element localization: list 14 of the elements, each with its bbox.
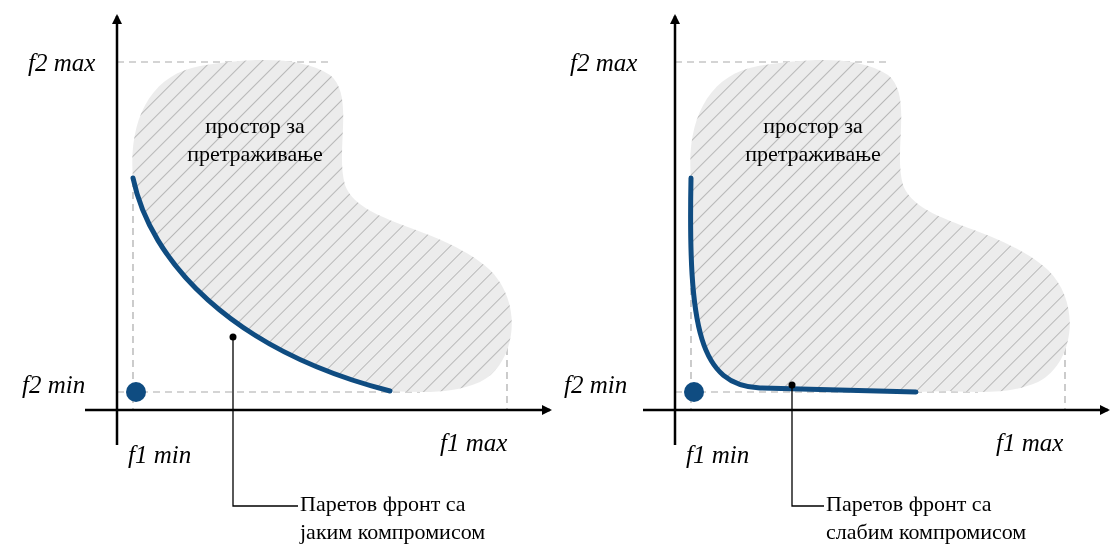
axis-min-label: f1 min [686, 442, 750, 467]
callout-text: Паретов фронт са слабим компромисом [826, 490, 1046, 546]
axis-min-label: f2 min [22, 372, 86, 397]
leader-line [229, 333, 299, 507]
axis-min-label: f2 min [564, 372, 628, 397]
leader-line [788, 381, 825, 507]
axis-max-label: f2 max [570, 50, 638, 75]
axis-max-label: f1 max [440, 430, 508, 455]
callout-text: Паретов фронт са јаким компромисом [300, 490, 510, 546]
axis-max-label: f1 max [996, 430, 1064, 455]
region-label: простор за претраживање [744, 112, 882, 167]
region-label: простор за претраживање [186, 112, 324, 167]
axis-min-label: f1 min [128, 442, 192, 467]
axis-max-label: f2 max [28, 50, 96, 75]
